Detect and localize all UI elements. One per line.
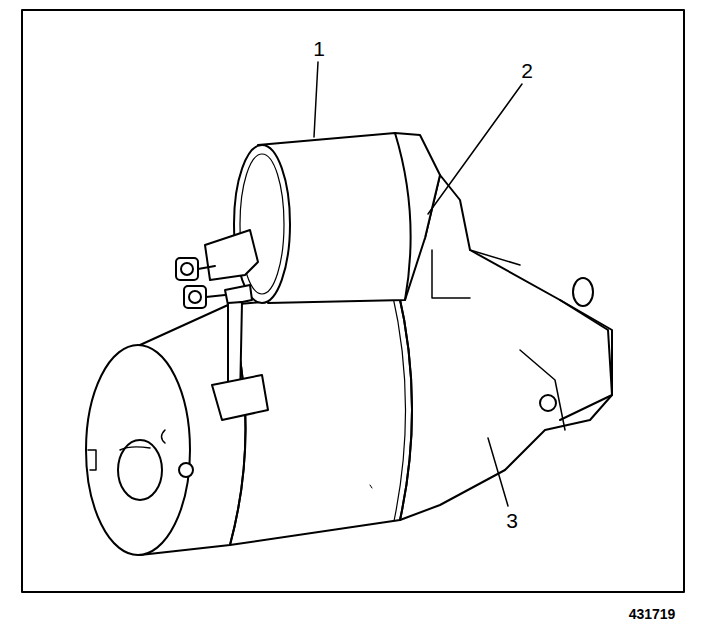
field-strap <box>212 302 268 420</box>
solenoid-terminals <box>176 230 258 308</box>
callout-number: 1 <box>311 37 327 60</box>
figure-number: 431719 <box>627 606 678 622</box>
callout-number: 2 <box>519 59 535 82</box>
leader-line <box>488 438 508 506</box>
motor-yoke <box>228 290 412 545</box>
callout-number: 3 <box>504 509 520 532</box>
end-cap <box>86 305 246 555</box>
leader-line <box>314 62 318 137</box>
leader-line <box>428 84 522 214</box>
figure-frame <box>22 10 684 592</box>
solenoid <box>234 133 440 303</box>
